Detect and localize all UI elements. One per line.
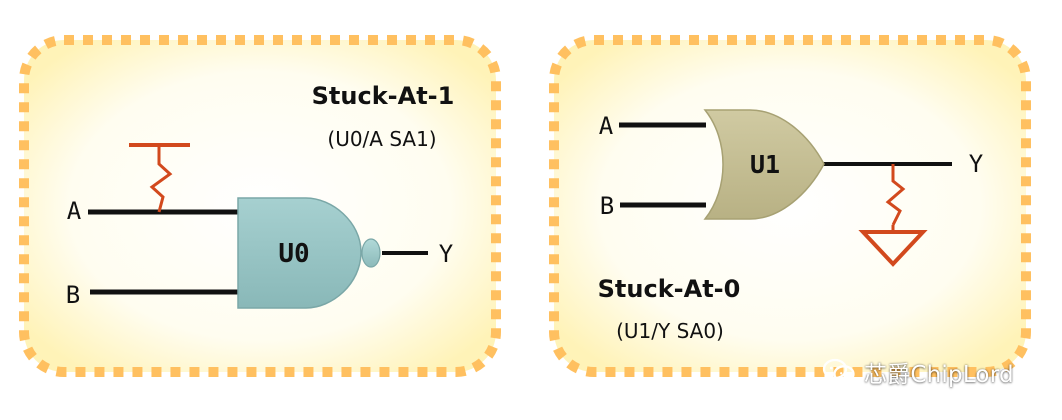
sa1-fault-zigzag	[149, 145, 173, 213]
watermark-text: 芯爵ChipLord	[864, 362, 1014, 388]
or-gate: U1	[703, 109, 825, 220]
watermark: 芯爵ChipLord	[822, 352, 1014, 392]
left-panel-title: Stuck-At-1	[312, 82, 455, 110]
right-input-a-label: A	[599, 112, 614, 140]
right-input-b-label: B	[600, 192, 614, 220]
nand-inversion-bubble	[361, 238, 381, 268]
nand-gate-label: U0	[278, 239, 309, 269]
left-panel-subtitle: (U0/A SA1)	[327, 127, 436, 151]
left-input-a-label: A	[67, 197, 82, 225]
stuck-at-0-fault-marker	[858, 164, 928, 267]
stuck-at-1-fault-marker	[129, 143, 190, 213]
or-gate-body	[703, 109, 825, 220]
wechat-icon	[822, 358, 855, 386]
right-panel-subtitle: (U1/Y SA0)	[616, 319, 724, 343]
or-gate-label: U1	[750, 150, 780, 179]
ground-icon	[858, 230, 928, 267]
nand-gate-body	[237, 197, 362, 309]
right-output-label: Y	[969, 150, 984, 178]
right-panel: Stuck-At-0 (U1/Y SA0) A B Y U1	[549, 35, 1031, 377]
left-input-b-label: B	[66, 281, 80, 309]
right-panel-title: Stuck-At-0	[598, 275, 741, 303]
left-panel: Stuck-At-1 (U0/A SA1) A B Y U0	[19, 35, 501, 377]
left-output-label: Y	[439, 240, 454, 268]
nand-gate: U0	[237, 197, 381, 309]
sa0-fault-zigzag	[885, 164, 906, 226]
